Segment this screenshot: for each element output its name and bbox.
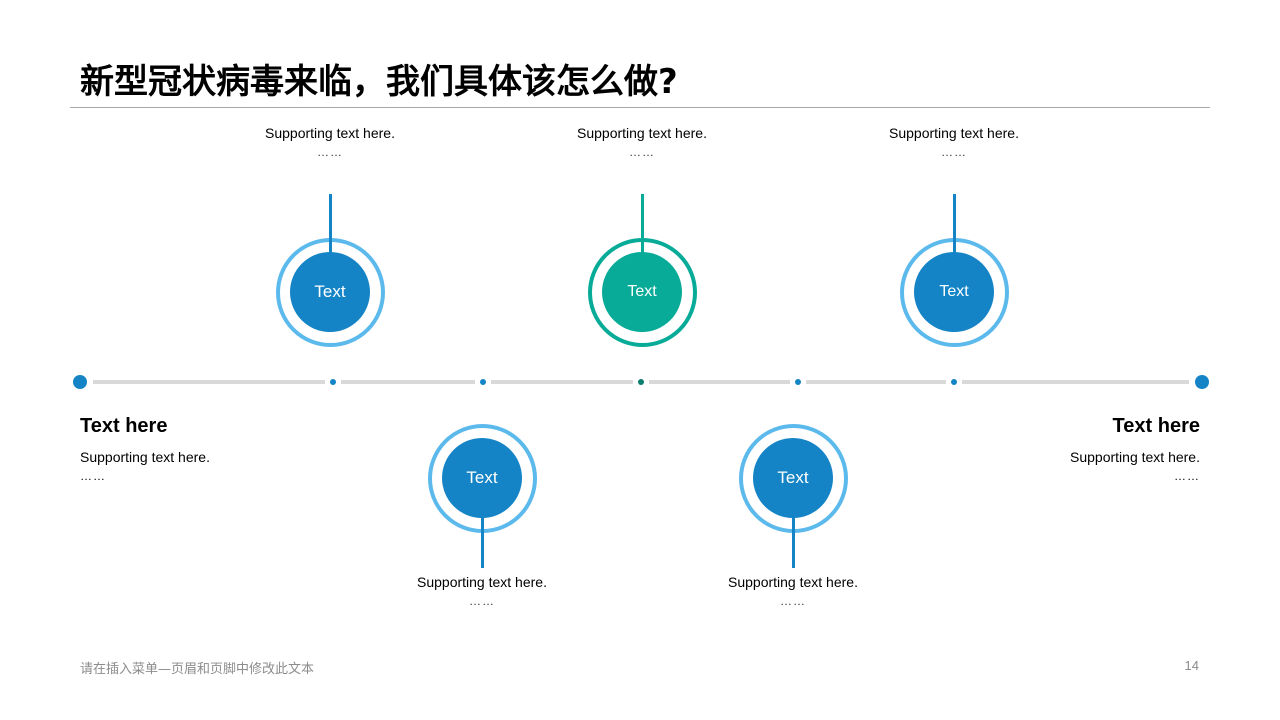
node-circle: Text [290, 252, 370, 332]
left-heading: Text here [80, 415, 168, 437]
right-ellipsis: …… [1174, 469, 1200, 483]
node-label: Text [466, 468, 498, 487]
node-support-text: Supporting text here. [577, 125, 707, 141]
timeline-marker-dot [480, 379, 486, 385]
node-connector-line [641, 194, 644, 254]
footer-text: 请在插入菜单—页眉和页脚中修改此文本 [80, 662, 315, 677]
right-support-text: Supporting text here. [1070, 449, 1200, 465]
timeline-start-dot [73, 375, 87, 389]
node-support-text: Supporting text here. [265, 125, 395, 141]
timeline-segment [93, 380, 325, 384]
slide-title: 新型冠状病毒来临，我们具体该怎么做? [80, 62, 678, 102]
timeline-segment [649, 380, 790, 384]
node-connector-line [953, 194, 956, 254]
timeline-segment [491, 380, 633, 384]
node-connector-line [792, 508, 795, 568]
node-ellipsis: …… [941, 145, 967, 159]
node-label: Text [777, 468, 809, 487]
left-ellipsis: …… [80, 469, 106, 483]
node-ellipsis: …… [317, 145, 343, 159]
timeline-marker-dot [638, 379, 644, 385]
node-label: Text [939, 283, 969, 300]
node-label: Text [314, 282, 346, 301]
node-circle: Text [602, 252, 682, 332]
left-support-text: Supporting text here. [80, 449, 210, 465]
node-circle: Text [442, 438, 522, 518]
timeline-marker-dot [795, 379, 801, 385]
node-support-text: Supporting text here. [728, 574, 858, 590]
node-circle: Text [753, 438, 833, 518]
node-support-text: Supporting text here. [889, 125, 1019, 141]
node-ellipsis: …… [629, 145, 655, 159]
timeline-end-dot [1195, 375, 1209, 389]
node-connector-line [481, 508, 484, 568]
node-ellipsis: …… [780, 594, 806, 608]
timeline-segment [962, 380, 1189, 384]
node-label: Text [627, 283, 657, 300]
right-heading: Text here [1112, 415, 1200, 437]
timeline-segment [806, 380, 946, 384]
node-ellipsis: …… [469, 594, 495, 608]
node-circle: Text [914, 252, 994, 332]
timeline-marker-dot [330, 379, 336, 385]
page-number: 14 [1184, 658, 1199, 673]
node-connector-line [329, 194, 332, 254]
timeline-marker-dot [951, 379, 957, 385]
timeline-segment [341, 380, 475, 384]
title-divider [70, 107, 1210, 108]
node-support-text: Supporting text here. [417, 574, 547, 590]
